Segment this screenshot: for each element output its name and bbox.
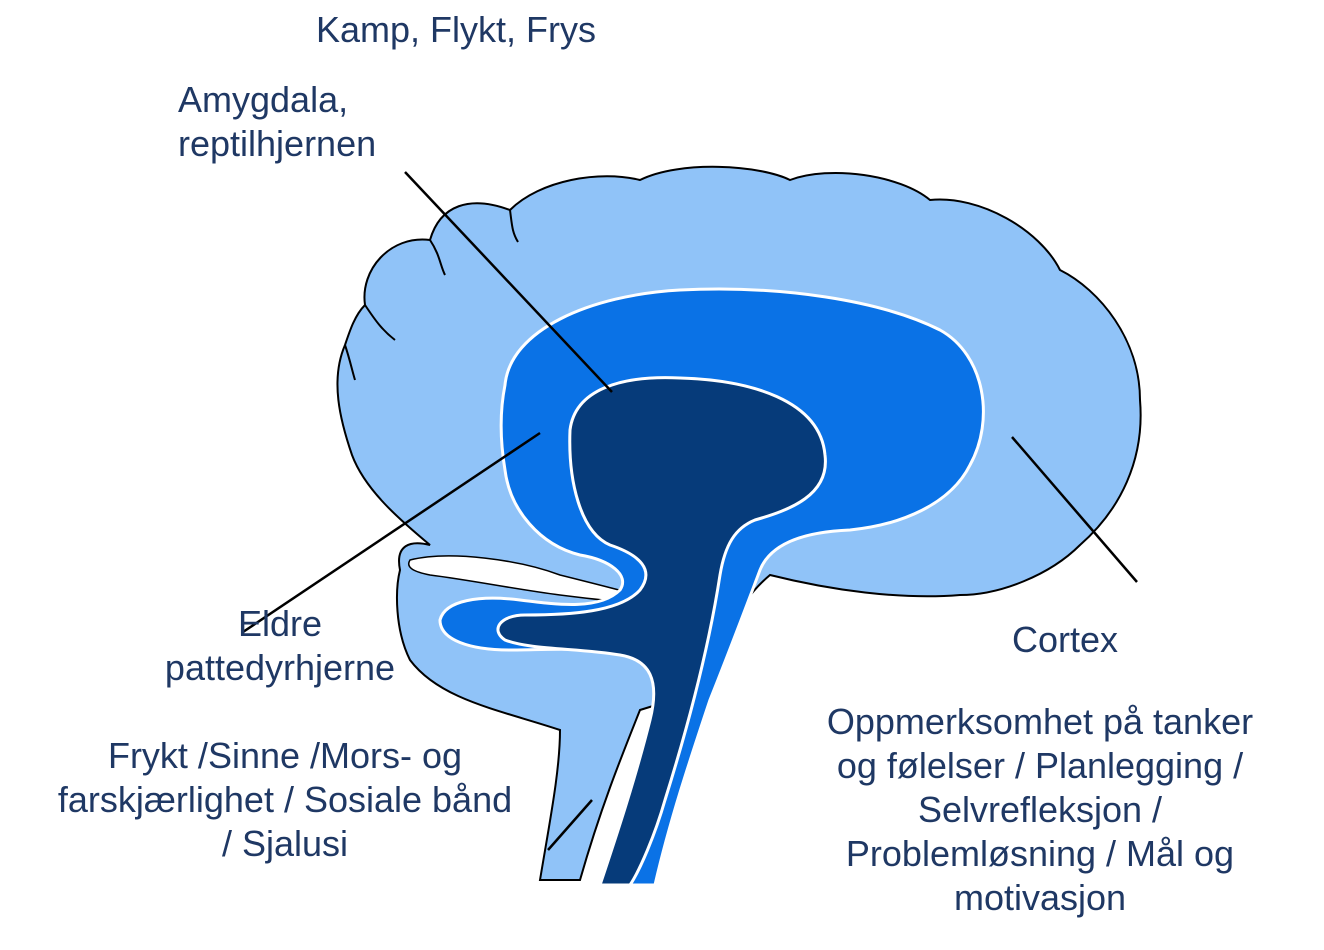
cortex-label: Cortex xyxy=(1012,618,1118,662)
top-label: Kamp, Flykt, Frys xyxy=(316,8,596,52)
amygdala-label: Amygdala, reptilhjernen xyxy=(178,78,376,166)
mammal-brain-label: Eldre pattedyrhjernе xyxy=(130,602,430,690)
cortex-description: Oppmerksomhet på tanker og følelser / Pl… xyxy=(770,700,1310,920)
mammal-brain-description: Frykt /Sinne /Mors- og farskjærlighet / … xyxy=(0,734,570,866)
